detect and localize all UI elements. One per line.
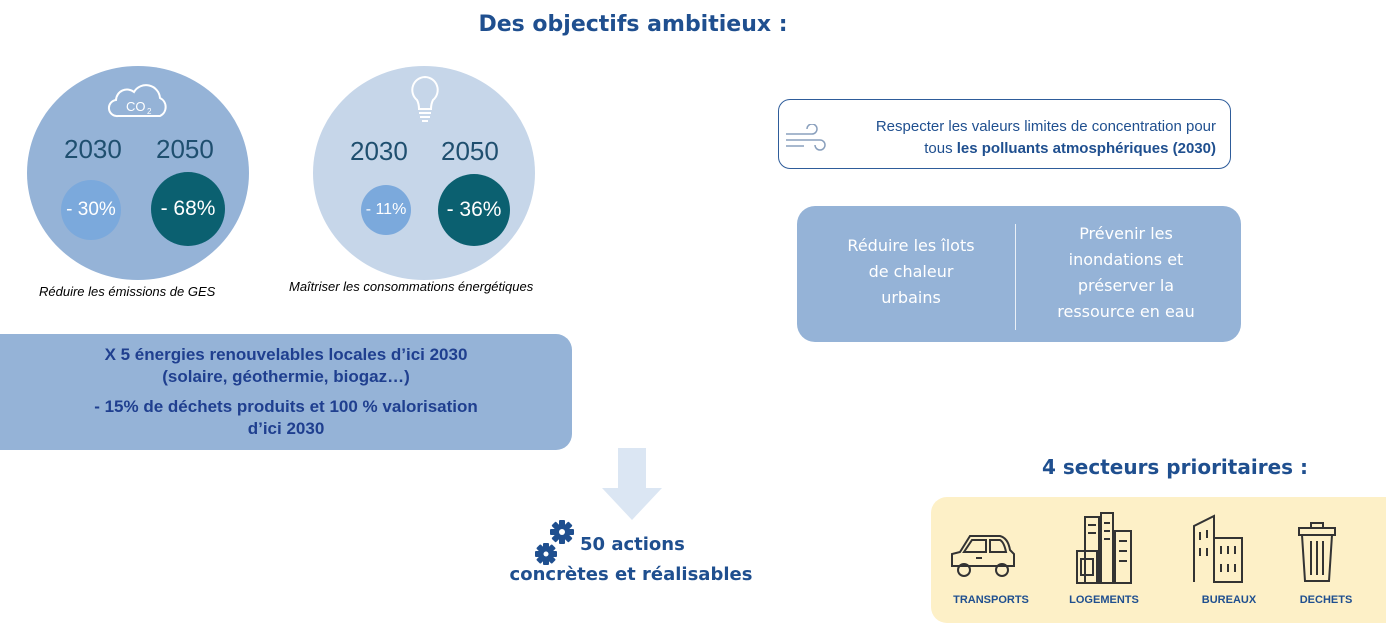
- climate-right-line: préserver la: [1077, 276, 1175, 295]
- air-quality-box: [778, 99, 1231, 169]
- buildings-icon: [1076, 512, 1132, 584]
- climate-left-line: Réduire les îlots: [847, 236, 975, 255]
- energy-year-2030: 2030: [350, 136, 408, 166]
- energy-year-2050: 2050: [441, 136, 499, 166]
- climate-right-line: Prévenir les: [1079, 224, 1173, 243]
- renewables-line2: (solaire, géothermie, biogaz…): [162, 367, 410, 386]
- office-building-icon: [1193, 514, 1243, 583]
- actions-line2: concrètes et réalisables: [509, 564, 753, 585]
- actions-line1: 50 actions: [580, 534, 685, 555]
- ges-year-2050: 2050: [156, 134, 214, 164]
- energy-pct-2030: - 11%: [361, 185, 411, 235]
- gears-icon: [535, 520, 574, 565]
- svg-text:2: 2: [147, 107, 152, 116]
- ges-circle: [27, 66, 249, 280]
- climate-left-line: urbains: [881, 288, 941, 307]
- renewables-line1: X 5 énergies renouvelables locales d’ici…: [104, 345, 468, 364]
- climate-box: [797, 206, 1241, 342]
- climate-right-line: inondations et: [1068, 250, 1184, 269]
- co2-cloud-icon: CO 2: [107, 84, 167, 118]
- sector-label-bureaux: BUREAUX: [1201, 594, 1257, 606]
- renewables-text: X 5 énergies renouvelables locales d’ici…: [0, 344, 572, 440]
- page-title: Des objectifs ambitieux :: [478, 12, 788, 37]
- down-arrow-icon: [602, 448, 662, 520]
- ges-pct-2030: - 30%: [61, 180, 121, 240]
- energy-circle: [313, 66, 535, 280]
- climate-right-line: ressource en eau: [1057, 302, 1195, 321]
- climate-divider: [1015, 224, 1016, 330]
- car-icon: [951, 535, 1015, 577]
- energy-caption: Maîtriser les consommations énergétiques: [289, 279, 534, 294]
- ges-year-2030: 2030: [64, 134, 122, 164]
- sector-label-transports: TRANSPORTS: [953, 594, 1029, 606]
- air-quality-text: Respecter les valeurs limites de concent…: [826, 116, 1216, 160]
- sector-label-logements: LOGEMENTS: [1069, 594, 1139, 606]
- renewables-line3: - 15% de déchets produits et 100 % valor…: [94, 397, 478, 416]
- air-quality-line1: Respecter les valeurs limites de concent…: [875, 118, 1216, 135]
- lightbulb-icon: [411, 75, 439, 122]
- climate-right-text: Prévenir les inondations et préserver la…: [1026, 221, 1226, 325]
- ges-pct-2050: - 68%: [151, 172, 225, 246]
- renewables-box: [0, 334, 572, 450]
- wind-icon: [786, 124, 826, 151]
- climate-left-text: Réduire les îlots de chaleur urbains: [817, 233, 1005, 311]
- renewables-line4: d’ici 2030: [247, 419, 325, 438]
- sector-label-dechets: DECHETS: [1299, 594, 1353, 606]
- trash-can-icon: [1298, 522, 1336, 582]
- energy-pct-2050: - 36%: [438, 174, 510, 246]
- ges-caption: Réduire les émissions de GES: [39, 284, 216, 299]
- air-quality-line2: tous les polluants atmosphériques (2030): [924, 140, 1216, 157]
- sectors-title: 4 secteurs prioritaires :: [1042, 455, 1308, 479]
- climate-left-line: de chaleur: [868, 262, 954, 281]
- svg-text:CO: CO: [126, 99, 146, 114]
